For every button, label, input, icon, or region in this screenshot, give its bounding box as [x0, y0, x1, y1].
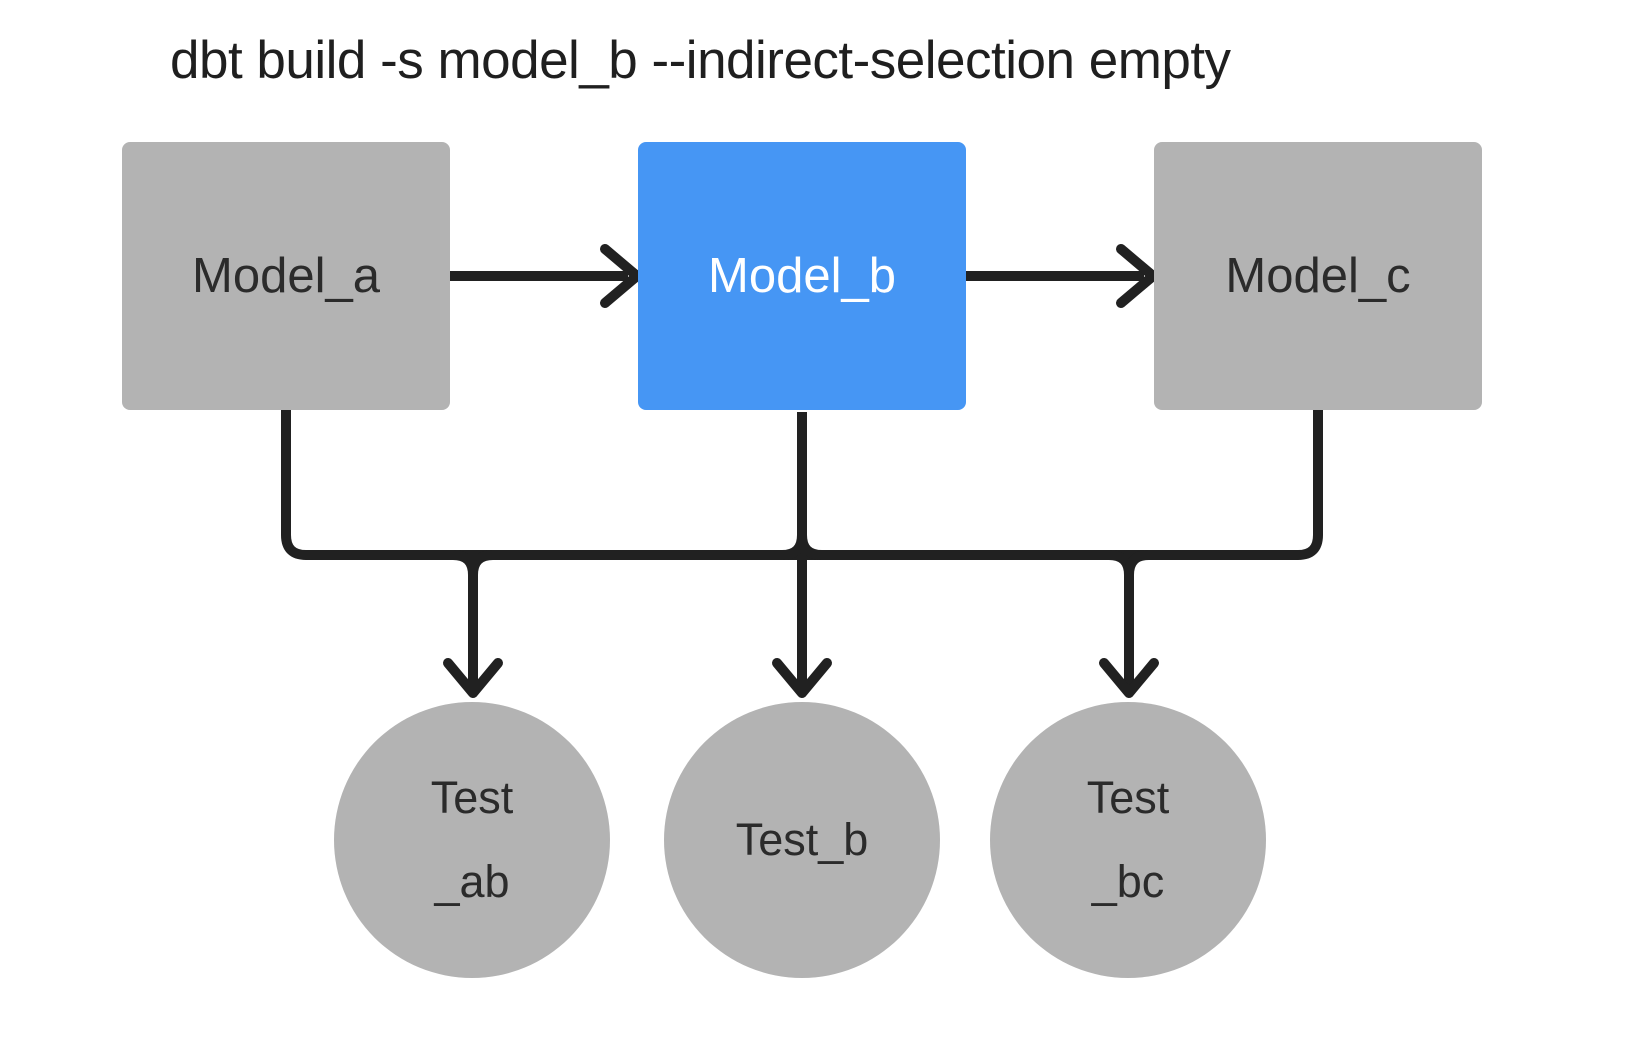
node-test-b: Test_b: [664, 702, 940, 978]
arrowhead-test-ab: [443, 658, 503, 698]
node-test-bc: Test _bc: [990, 702, 1266, 978]
arrowhead-model-c: [1116, 244, 1158, 308]
node-model-a: Model_a: [122, 142, 450, 410]
junction-fillet-test-bc-right: [1124, 550, 1150, 576]
junction-fillet-model-b-left: [781, 534, 807, 560]
node-test-bc-label-line1: Test: [1086, 772, 1170, 823]
test-dependency-bus: [281, 410, 1323, 560]
junction-fillet-model-b-right: [797, 534, 823, 560]
diagram-title: dbt build -s model_b --indirect-selectio…: [170, 31, 1231, 90]
arrowhead-test-b: [772, 658, 832, 698]
arrowhead-model-b: [600, 244, 642, 308]
node-model-b-selected: Model_b: [638, 142, 966, 410]
node-model-c: Model_c: [1154, 142, 1482, 410]
node-test-ab-label-line2: _ab: [434, 856, 510, 907]
node-test-bc-label-line2: _bc: [1091, 856, 1165, 907]
junction-fillet-test-ab-left: [452, 550, 478, 576]
node-test-ab-label-line1: Test: [430, 772, 514, 823]
node-test-b-label: Test_b: [735, 814, 869, 865]
node-model-c-label: Model_c: [1225, 249, 1411, 303]
junction-fillet-test-ab-right: [468, 550, 494, 576]
arrowhead-test-bc: [1099, 658, 1159, 698]
node-model-b-label: Model_b: [708, 249, 896, 303]
node-test-ab: Test _ab: [334, 702, 610, 978]
junction-fillet-test-bc-left: [1108, 550, 1134, 576]
node-model-a-label: Model_a: [192, 249, 380, 303]
